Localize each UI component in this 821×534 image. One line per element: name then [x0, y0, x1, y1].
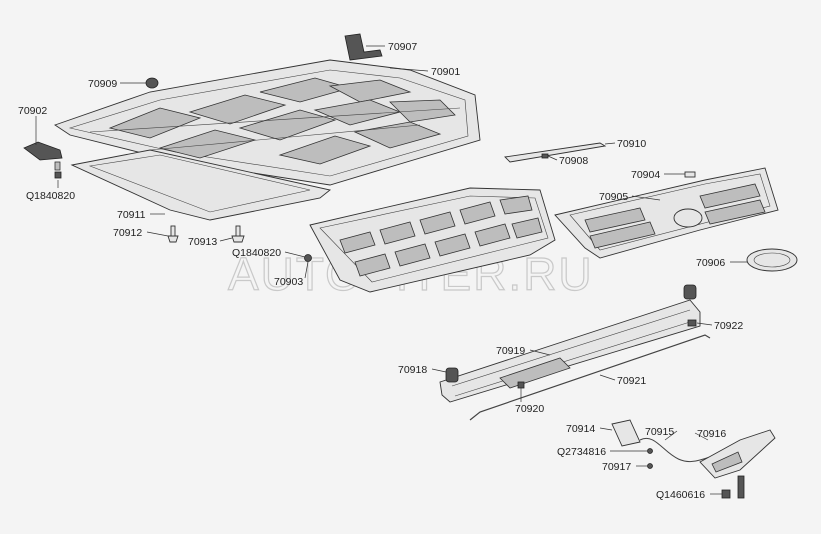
label-70906[interactable]: 70906 [696, 257, 725, 269]
label-q1460616[interactable]: Q1460616 [656, 489, 705, 501]
hood-insulator [70, 149, 332, 221]
screw-q1840820-b [304, 254, 312, 262]
weatherstrip-70910 [504, 142, 607, 163]
bumper-right [683, 284, 697, 300]
label-70903[interactable]: 70903 [274, 276, 303, 288]
emblem-clip-70904 [684, 171, 696, 178]
label-70922[interactable]: 70922 [714, 320, 743, 332]
label-70909[interactable]: 70909 [88, 78, 117, 90]
label-70910[interactable]: 70910 [617, 138, 646, 150]
clip-70908 [541, 153, 549, 159]
label-70904[interactable]: 70904 [631, 169, 660, 181]
label-q1840820-b[interactable]: Q1840820 [232, 247, 281, 259]
label-q1840820-a[interactable]: Q1840820 [26, 190, 75, 202]
label-70907[interactable]: 70907 [388, 41, 417, 53]
emblem-70906 [746, 248, 798, 272]
clip-q1840820 [54, 171, 62, 179]
label-70917[interactable]: 70917 [602, 461, 631, 473]
label-70914[interactable]: 70914 [566, 423, 595, 435]
bumper-70918 [445, 367, 459, 383]
screw-q2734816 [647, 448, 653, 454]
latch-rod-70921 [469, 334, 711, 421]
label-70908[interactable]: 70908 [559, 155, 588, 167]
hood-bumper-70909 [145, 77, 159, 89]
latch-support-70919 [439, 299, 701, 403]
label-70921[interactable]: 70921 [617, 375, 646, 387]
clip-70917 [647, 463, 653, 469]
label-70911[interactable]: 70911 [117, 209, 146, 221]
leader-lines [35, 45, 747, 495]
label-70905[interactable]: 70905 [599, 191, 628, 203]
label-70919[interactable]: 70919 [496, 345, 525, 357]
part-labels: 70907 70901 70909 70902 Q1840820 70910 7… [18, 41, 743, 501]
bolt-70922 [687, 319, 697, 327]
lower-panel-70903 [309, 187, 556, 293]
latch-assembly-70916 [699, 429, 776, 499]
label-70920[interactable]: 70920 [515, 403, 544, 415]
clip-70912 [167, 225, 179, 243]
label-q2734816[interactable]: Q2734816 [557, 446, 606, 458]
clip-70913 [231, 225, 245, 243]
bolt-q1460616 [721, 489, 731, 499]
hood-hinge-70907 [344, 33, 383, 61]
label-70915[interactable]: 70915 [645, 426, 674, 438]
label-70901[interactable]: 70901 [431, 66, 460, 78]
label-70902[interactable]: 70902 [18, 105, 47, 117]
front-grille-70905 [554, 167, 779, 259]
label-70913[interactable]: 70913 [188, 236, 217, 248]
hood-latch-70902 [23, 141, 63, 171]
label-70918[interactable]: 70918 [398, 364, 427, 376]
label-70916[interactable]: 70916 [697, 428, 726, 440]
label-70912[interactable]: 70912 [113, 227, 142, 239]
release-handle-70914 [611, 419, 641, 447]
clip-70920 [517, 381, 525, 389]
